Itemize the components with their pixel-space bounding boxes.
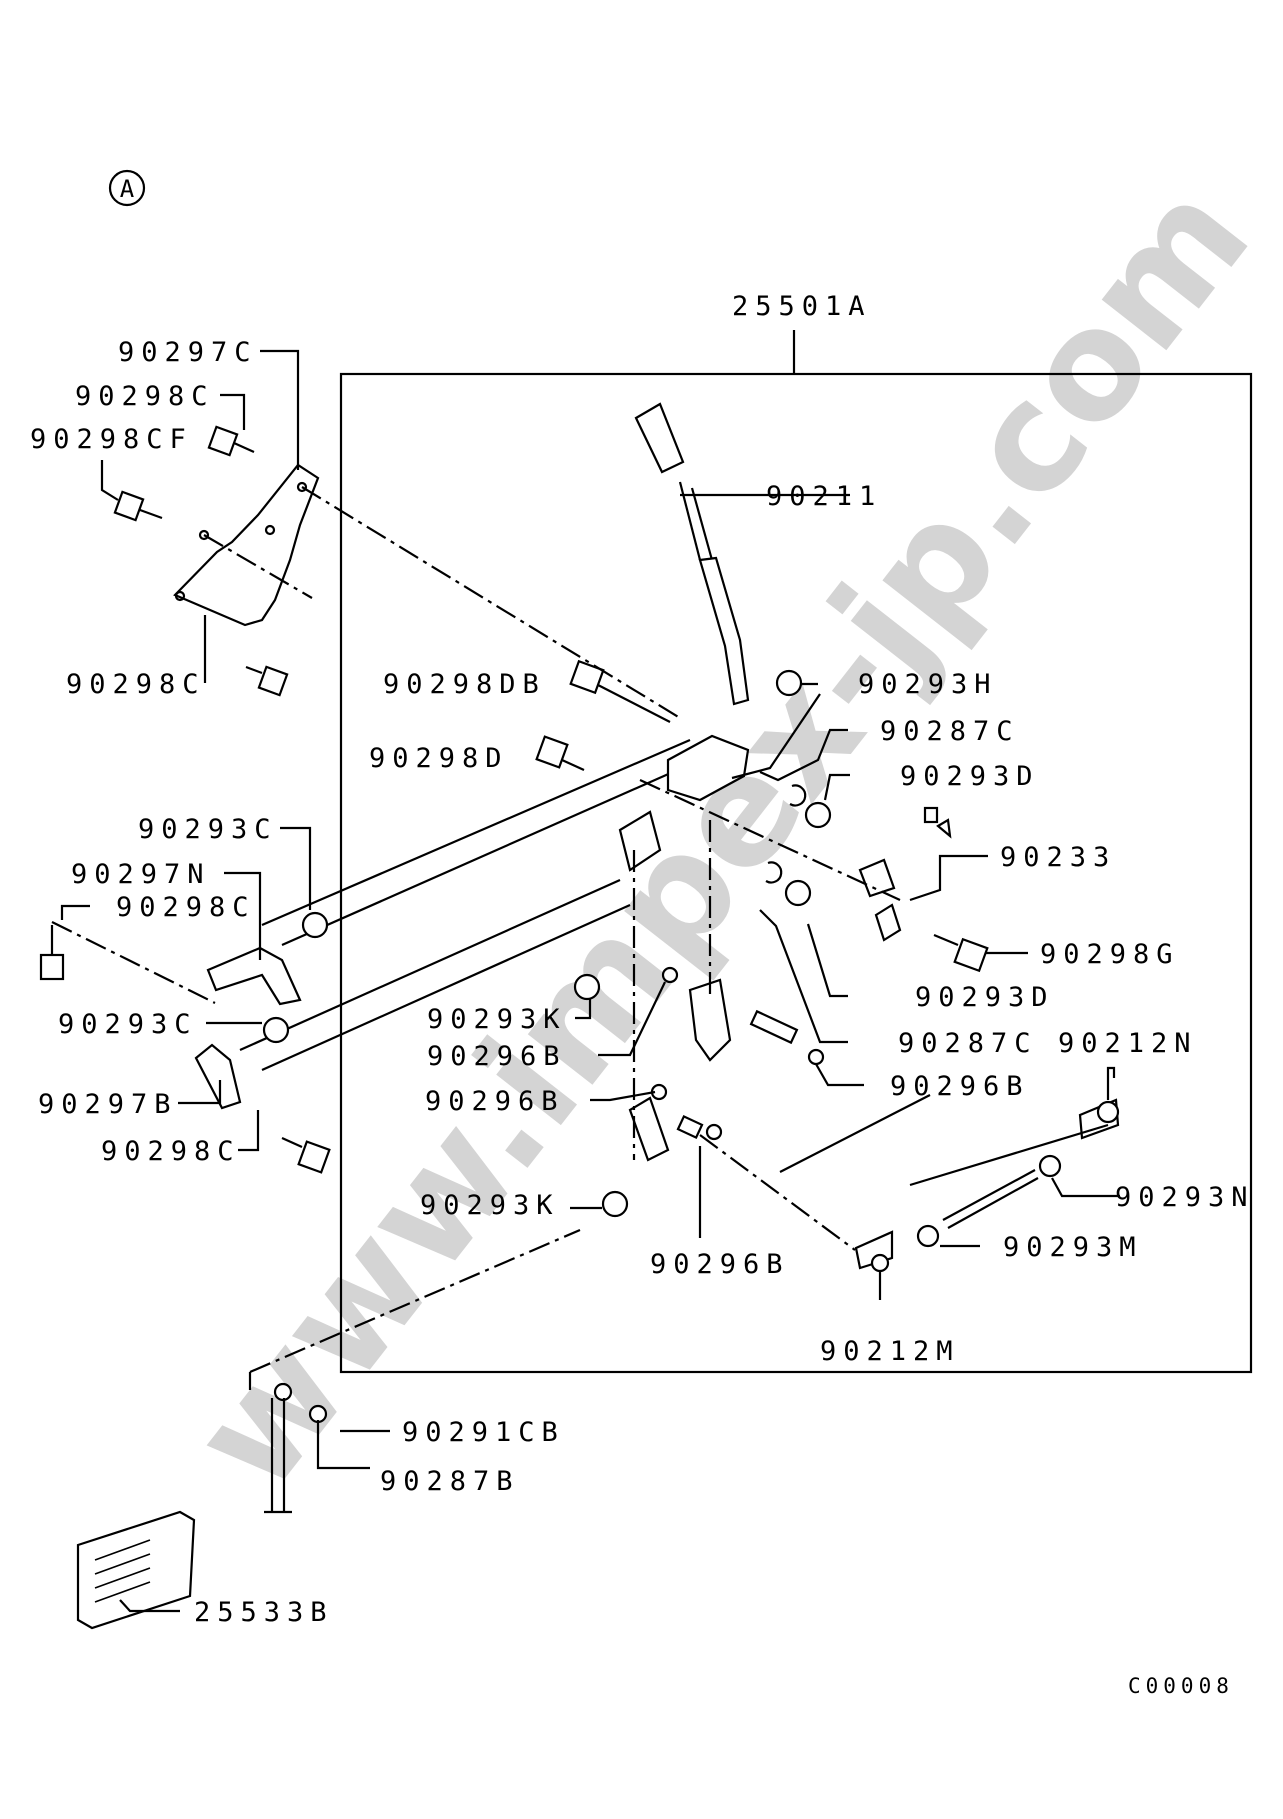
nuts-washers: [262, 669, 1062, 1424]
rods: [239, 738, 701, 1072]
label-90293C-upper: 90293C: [138, 814, 278, 845]
label-90298CF: 90298CF: [30, 424, 193, 455]
label-90212N: 90212N: [1058, 1028, 1198, 1059]
label-90293K-lower: 90293K: [420, 1190, 560, 1221]
label-90287B: 90287B: [380, 1466, 520, 1497]
section-mark: A: [108, 169, 146, 207]
label-90297N: 90297N: [71, 859, 211, 890]
label-90293C-lower: 90293C: [58, 1009, 198, 1040]
bolts: [39, 425, 989, 1174]
label-25533B: 25533B: [194, 1597, 334, 1628]
label-90293D-lower: 90293D: [915, 982, 1055, 1013]
label-90296B-d: 90296B: [650, 1249, 790, 1280]
label-90298C-top: 90298C: [75, 381, 215, 412]
label-90296B-a: 90296B: [427, 1041, 567, 1072]
label-90297B: 90297B: [38, 1089, 178, 1120]
label-90298C-lower: 90298C: [101, 1136, 241, 1167]
lower-rod: [264, 1398, 292, 1514]
image-code: C00008: [1128, 1674, 1234, 1698]
label-90287C-lower: 90287C: [898, 1028, 1038, 1059]
assembly-label: 25501A: [732, 291, 872, 322]
leader-lines: [60, 349, 1120, 1613]
label-90211: 90211: [766, 481, 882, 512]
label-90298DB: 90298DB: [383, 669, 546, 700]
bracket-90297B: [194, 1043, 242, 1110]
adjust-rods: [854, 1098, 1120, 1273]
label-90298C-bracket: 90298C: [66, 669, 206, 700]
lever-base-assembly: [618, 734, 952, 1162]
label-90291CB: 90291CB: [402, 1417, 565, 1448]
label-90298G: 90298G: [1040, 939, 1180, 970]
bracket-90297N: [206, 946, 302, 1006]
bracket-90297C: [173, 463, 320, 627]
label-90212M: 90212M: [820, 1336, 960, 1367]
label-90293H: 90293H: [858, 669, 998, 700]
watermark: www.impex-jp.com: [159, 152, 1283, 1522]
assembly-boundary: [339, 372, 1253, 1374]
label-90296B-c: 90296B: [890, 1071, 1030, 1102]
label-90298D: 90298D: [369, 743, 509, 774]
label-90293M: 90293M: [1003, 1232, 1143, 1263]
switch-90233: [858, 806, 939, 898]
assembly-lines: [51, 486, 901, 1390]
caution-decal: [76, 1510, 196, 1630]
label-90297C: 90297C: [118, 337, 258, 368]
label-90293K-upper: 90293K: [427, 1004, 567, 1035]
part-labels: 90297C 90298C 90298CF 90298C 90211 90298…: [30, 337, 1255, 1628]
label-90233: 90233: [1000, 842, 1116, 873]
label-90293N: 90293N: [1115, 1182, 1255, 1213]
label-90287C-upper: 90287C: [880, 716, 1020, 747]
label-90298C-left: 90298C: [116, 892, 256, 923]
label-90296B-b: 90296B: [425, 1086, 565, 1117]
shift-lever: [634, 402, 750, 706]
svg-text:A: A: [120, 175, 135, 203]
label-90293D-upper: 90293D: [900, 761, 1040, 792]
